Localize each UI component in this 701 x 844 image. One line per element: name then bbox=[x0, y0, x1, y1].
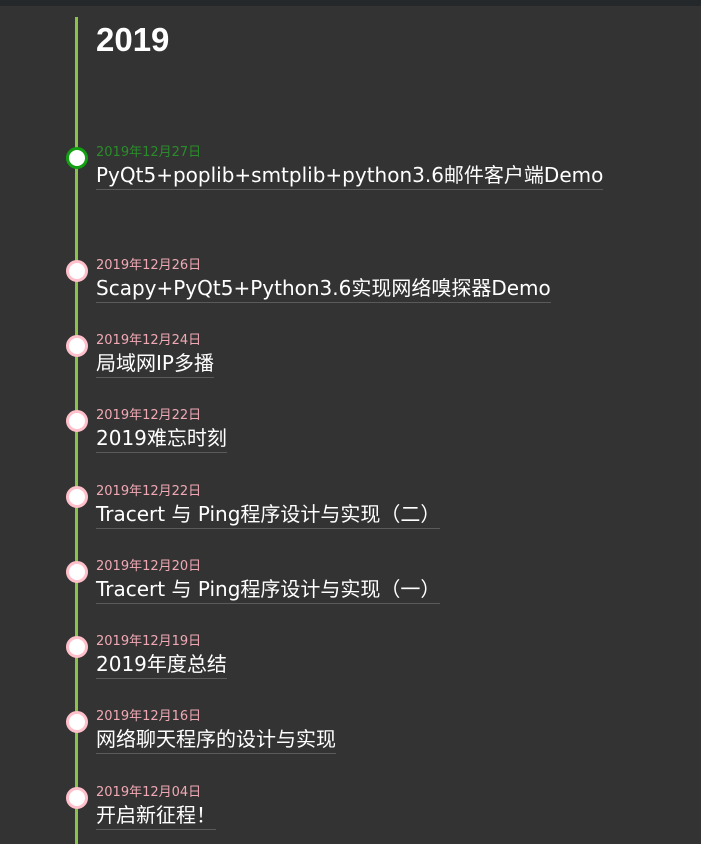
timeline-dot bbox=[66, 561, 88, 583]
post-title-link[interactable]: 局域网IP多播 bbox=[96, 350, 214, 378]
timeline-dot bbox=[66, 335, 88, 357]
post-date: 2019年12月24日 bbox=[96, 333, 202, 348]
post-date: 2019年12月22日 bbox=[96, 408, 202, 423]
post-title-link[interactable]: Tracert 与 Ping程序设计与实现（一） bbox=[96, 576, 441, 604]
year-heading: 2019 bbox=[96, 21, 170, 58]
timeline-dot bbox=[66, 260, 88, 282]
timeline-dot bbox=[66, 711, 88, 733]
timeline-dot bbox=[66, 147, 88, 169]
post-title-link[interactable]: 2019年度总结 bbox=[96, 651, 227, 679]
post-title-link[interactable]: Scapy+PyQt5+Python3.6实现网络嗅探器Demo bbox=[96, 275, 551, 303]
post-date: 2019年12月16日 bbox=[96, 709, 202, 724]
timeline-dot bbox=[66, 787, 88, 809]
post-date: 2019年12月04日 bbox=[96, 785, 202, 800]
post-date: 2019年12月19日 bbox=[96, 634, 202, 649]
post-title-link[interactable]: 开启新征程！ bbox=[96, 802, 216, 830]
post-title-link[interactable]: 网络聊天程序的设计与实现 bbox=[96, 726, 336, 754]
timeline-dot bbox=[66, 636, 88, 658]
post-date: 2019年12月27日 bbox=[96, 145, 202, 160]
timeline-dot bbox=[66, 486, 88, 508]
post-date: 2019年12月26日 bbox=[96, 258, 202, 273]
post-title-link[interactable]: 2019难忘时刻 bbox=[96, 425, 227, 453]
top-bar bbox=[0, 0, 701, 6]
post-title-link[interactable]: Tracert 与 Ping程序设计与实现（二） bbox=[96, 501, 441, 529]
timeline-dot bbox=[66, 410, 88, 432]
post-date: 2019年12月22日 bbox=[96, 484, 202, 499]
post-title-link[interactable]: PyQt5+poplib+smtplib+python3.6邮件客户端Demo bbox=[96, 162, 604, 190]
post-date: 2019年12月20日 bbox=[96, 559, 202, 574]
